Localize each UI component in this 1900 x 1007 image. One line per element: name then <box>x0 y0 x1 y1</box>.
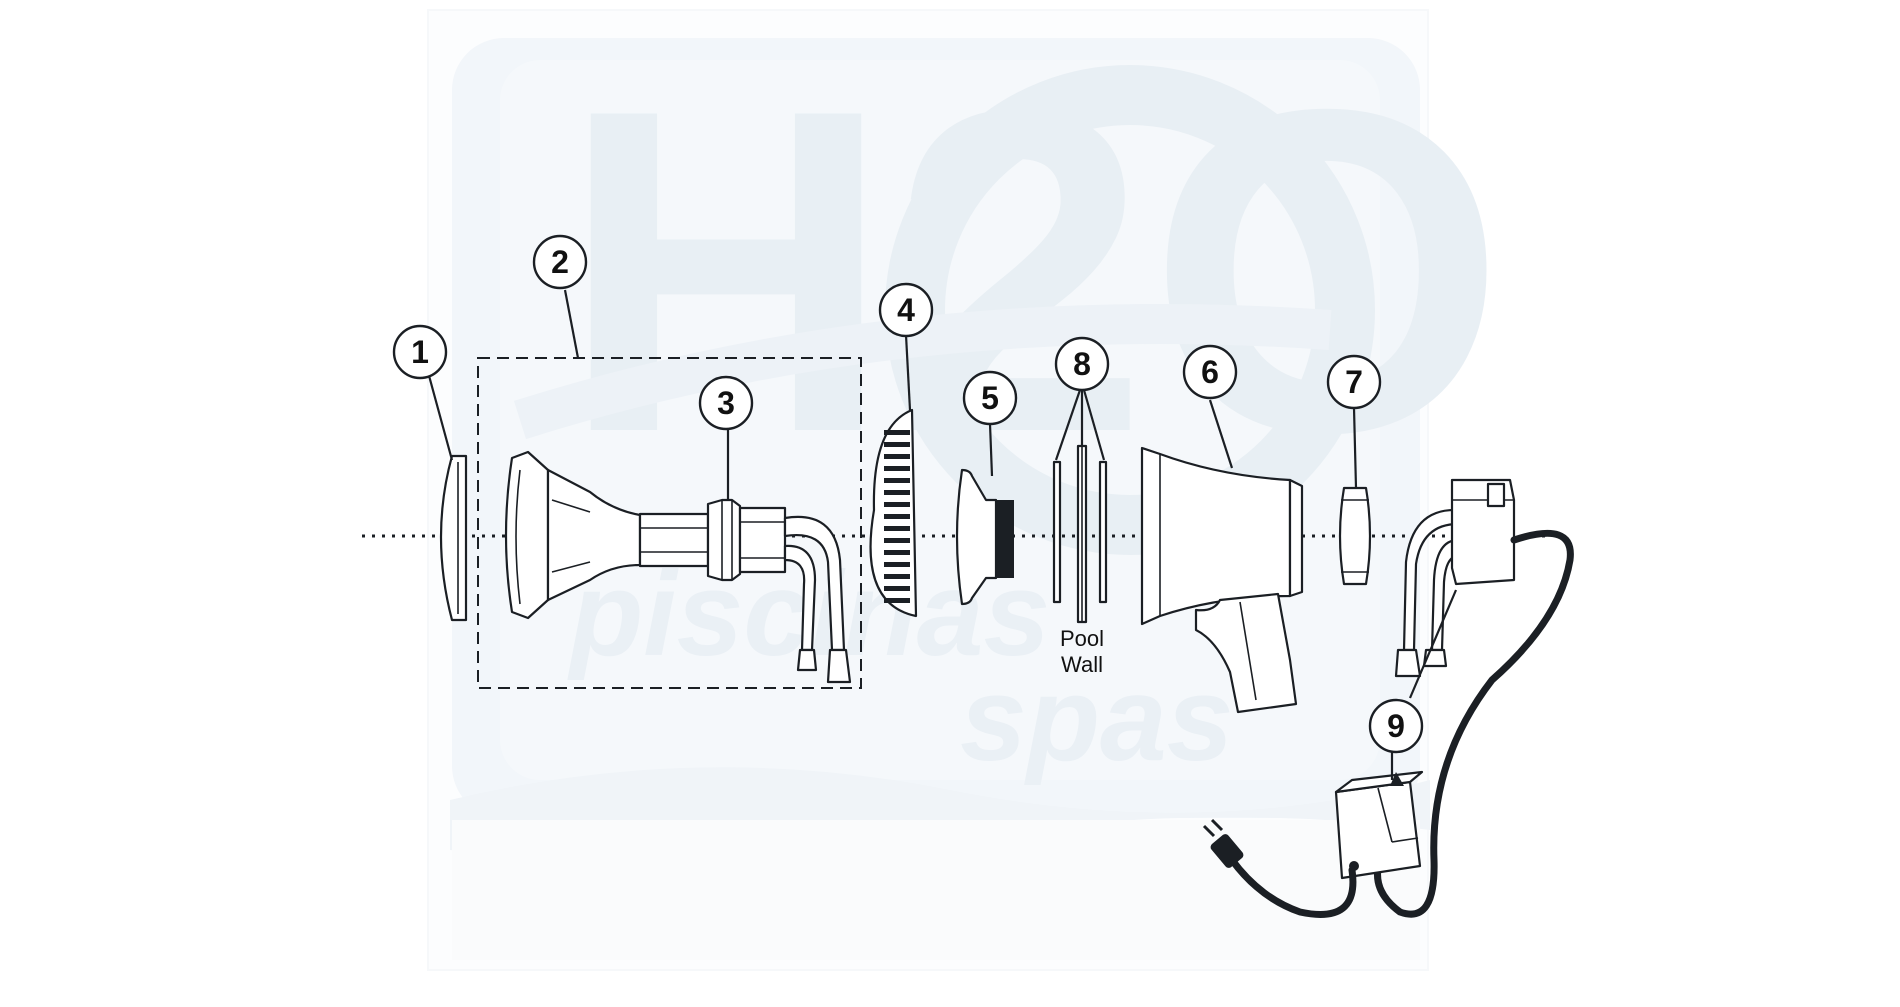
grille-slat <box>884 538 910 543</box>
assembly-2-dashed-box <box>477 357 862 689</box>
callout-9: 9 <box>1368 698 1424 754</box>
grille-slat <box>884 478 910 483</box>
grille-slat <box>884 466 910 471</box>
callout-5: 5 <box>962 370 1018 426</box>
part-8-wall-gaskets <box>1052 444 1108 624</box>
watermark-logo: H2O piscinas spas <box>427 9 1506 971</box>
grille-slat <box>884 454 910 459</box>
callout-5-label: 5 <box>981 380 999 416</box>
callout-7-label: 7 <box>1345 364 1363 400</box>
callout-3-label: 3 <box>717 385 735 421</box>
callout-4: 4 <box>878 282 934 338</box>
grille-slat <box>884 598 910 603</box>
grille-slat <box>884 490 910 495</box>
part-5-gasket <box>955 468 1014 606</box>
callout-7: 7 <box>1326 354 1382 410</box>
grille-slat <box>884 526 910 531</box>
grille-slat <box>884 514 910 519</box>
callout-3: 3 <box>698 375 754 431</box>
callout-6: 6 <box>1182 344 1238 400</box>
grille-slat <box>884 574 910 579</box>
callout-1-label: 1 <box>411 334 429 370</box>
part-1-lens <box>439 454 468 622</box>
grille-slat <box>884 550 910 555</box>
callout-8: 8 <box>1054 336 1110 392</box>
part-4-grille <box>869 408 918 618</box>
part-6-niche <box>1140 446 1304 714</box>
grille-slat <box>884 430 910 435</box>
grille-slat <box>884 502 910 507</box>
callout-9-label: 9 <box>1387 708 1405 744</box>
callout-1: 1 <box>392 324 448 380</box>
callout-8-label: 8 <box>1073 346 1091 382</box>
leader-lines <box>426 289 1458 780</box>
callout-6-label: 6 <box>1201 354 1219 390</box>
callout-2-label: 2 <box>551 244 569 280</box>
callout-4-label: 4 <box>897 292 915 328</box>
part-2-light-housing <box>504 450 852 684</box>
grille-slat <box>884 442 910 447</box>
pool-wall-label-line1: Pool <box>1060 626 1104 651</box>
callout-2: 2 <box>532 234 588 290</box>
part-9-junction-transformer <box>1202 478 1574 918</box>
pool-wall-label-line2: Wall <box>1061 652 1103 677</box>
part-7-ring <box>1338 486 1372 586</box>
grille-slat <box>884 562 910 567</box>
grille-slat <box>884 586 910 591</box>
watermark-line2: spas <box>960 652 1234 786</box>
